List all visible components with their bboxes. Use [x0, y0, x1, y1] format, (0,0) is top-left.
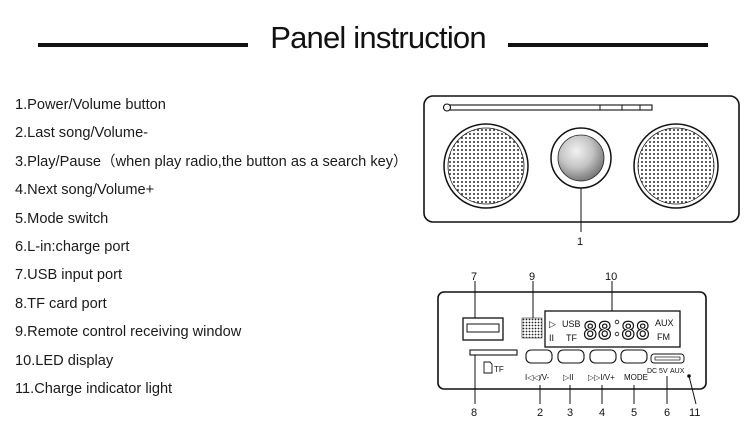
speaker-left — [443, 123, 529, 209]
title-rule-right — [508, 43, 708, 47]
led-display: ▷ USB II TF 88 88 AUX FM — [544, 310, 681, 348]
mode-label: MODE — [624, 373, 648, 382]
sd-card-icon — [483, 361, 493, 374]
speaker-right — [633, 123, 719, 209]
play-label: ▷II — [563, 373, 574, 382]
list-item: 6.L-in:charge port — [15, 238, 130, 255]
lcd-play-icon: ▷ — [549, 319, 556, 329]
instruction-list: 1.Power/Volume button 2.Last song/Volume… — [15, 95, 408, 407]
lcd-tf-label: TF — [566, 333, 577, 343]
callout-9: 9 — [529, 271, 535, 283]
callout-11: 11 — [689, 407, 700, 419]
lcd-aux-label: AUX — [655, 318, 674, 328]
tf-card-slot: TF — [469, 349, 518, 374]
callout-10: 10 — [605, 271, 617, 283]
callout-6: 6 — [664, 407, 670, 419]
callout-lines — [474, 281, 697, 405]
list-item: 3.Play/Pause（when play radio,the button … — [15, 153, 408, 170]
next-button[interactable] — [589, 349, 617, 364]
next-label: ▷▷I/V+ — [588, 373, 615, 382]
list-item: 2.Last song/Volume- — [15, 125, 149, 142]
ir-receiver-window — [521, 317, 543, 339]
lcd-digits-left: 88 — [583, 317, 612, 345]
lcd-usb-label: USB — [562, 319, 581, 329]
list-item: 9.Remote control receiving window — [15, 324, 242, 341]
lcd-colon-bottom — [614, 331, 620, 337]
list-item: 11.Charge indicator light — [15, 380, 173, 397]
list-item: 7.USB input port — [15, 267, 123, 284]
prev-button[interactable] — [525, 349, 553, 364]
list-item: 10.LED display — [15, 352, 114, 369]
prev-label: I◁◁/V- — [525, 373, 550, 382]
title-rule-left — [38, 43, 248, 47]
play-pause-button[interactable] — [557, 349, 585, 364]
list-item: 4.Next song/Volume+ — [15, 182, 155, 199]
lcd-pause-icon: II — [549, 333, 554, 343]
lcd-fm-label: FM — [657, 332, 670, 342]
lcd-colon-top — [614, 319, 620, 325]
callout-1: 1 — [577, 236, 583, 248]
list-item: 8.TF card port — [15, 295, 107, 312]
page-title: Panel instruction — [270, 20, 486, 55]
callout-8: 8 — [471, 407, 477, 419]
aux-port-label: AUX — [670, 368, 685, 375]
mode-button[interactable] — [620, 349, 648, 364]
callout-3: 3 — [567, 407, 573, 419]
tf-label: TF — [494, 365, 504, 374]
list-item: 1.Power/Volume button — [15, 97, 166, 113]
lcd-digits-right: 88 — [621, 317, 650, 345]
callout-7: 7 — [471, 271, 477, 283]
dc-label: DC 5V — [647, 368, 668, 375]
power-volume-knob[interactable] — [550, 127, 612, 189]
callout-2: 2 — [537, 407, 543, 419]
header: Panel instruction — [0, 18, 750, 62]
radio-front-view: 1 — [423, 95, 740, 248]
dc-aux-port: DC 5V AUX — [647, 353, 691, 378]
callout-5: 5 — [631, 407, 637, 419]
callout-4: 4 — [599, 407, 605, 419]
list-item: 5.Mode switch — [15, 210, 109, 227]
control-panel-view: TF ▷ USB II TF 88 88 AUX FM I◁◁/V- ▷II ▷… — [437, 271, 707, 419]
antenna — [442, 103, 653, 112]
usb-port — [462, 317, 504, 341]
